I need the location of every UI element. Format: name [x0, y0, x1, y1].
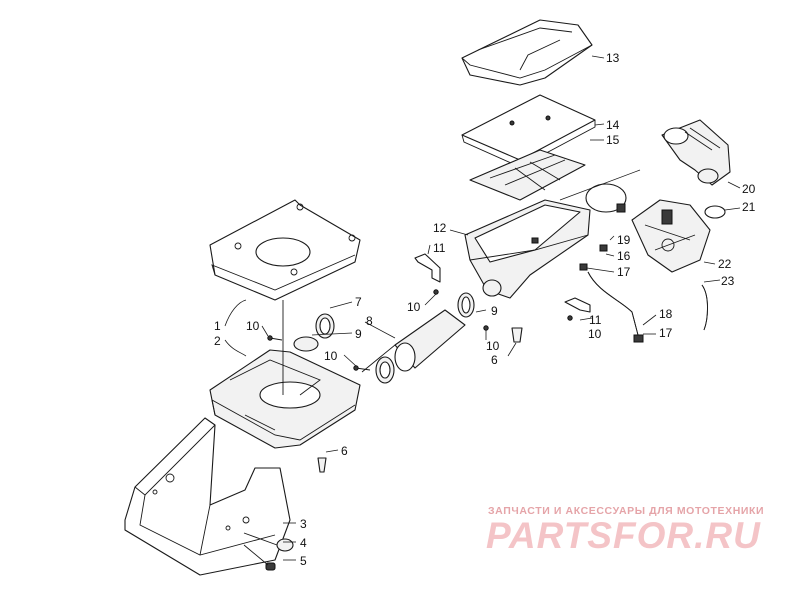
screw-10c — [433, 289, 439, 295]
callout-21: 21 — [742, 200, 756, 214]
part-carburetor — [631, 199, 711, 273]
callout-15: 15 — [606, 133, 620, 147]
callout-9b: 9 — [491, 304, 498, 318]
part-air-box-lid — [209, 199, 361, 301]
screw-10d — [483, 325, 489, 331]
screw-10a — [267, 335, 283, 341]
part-air-box-lower — [209, 300, 361, 449]
part-clamp-9c — [457, 292, 475, 318]
part-o-ring-19 — [585, 183, 627, 213]
callout-7: 7 — [355, 295, 362, 309]
part-clamp-7 — [315, 313, 335, 339]
callout-16: 16 — [617, 249, 631, 263]
callout-6a: 6 — [341, 444, 348, 458]
watermark-logo: PARTSFOR.RU — [486, 515, 761, 556]
part-nut-5 — [243, 544, 276, 571]
part-fitting-17b — [633, 334, 644, 343]
callout-11b: 11 — [589, 313, 602, 327]
callout-18: 18 — [659, 307, 673, 321]
callout-11a: 11 — [433, 241, 446, 255]
callout-9a: 9 — [355, 327, 362, 341]
part-intake-boot-20 — [661, 119, 731, 186]
callout-17b: 17 — [659, 326, 673, 340]
part-skid-plate — [124, 417, 291, 576]
callout-17a: 17 — [617, 265, 631, 279]
callout-2: 2 — [214, 334, 221, 348]
part-hose-23 — [701, 284, 708, 331]
part-clamp-9b-left — [375, 356, 395, 384]
callout-22: 22 — [718, 257, 732, 271]
part-bracket-11b — [564, 297, 591, 313]
callout-10d: 10 — [486, 339, 500, 353]
callout-1: 1 — [214, 319, 221, 333]
part-air-box-cover — [461, 19, 593, 86]
callout-14: 14 — [606, 118, 620, 132]
screw-10e — [567, 315, 573, 321]
callout-labels: 1 2 3 4 5 6 6 7 8 9 9 10 10 10 10 10 11 … — [214, 51, 756, 568]
part-hose-18 — [587, 271, 639, 336]
callout-20: 20 — [742, 182, 756, 196]
callout-8: 8 — [366, 314, 373, 328]
callout-12: 12 — [433, 221, 447, 235]
watermark-tagline: ЗАПЧАСТИ И АКСЕССУАРЫ ДЛЯ МОТОТЕХНИКИ — [488, 505, 765, 517]
callout-10c: 10 — [407, 300, 421, 314]
callout-19: 19 — [617, 233, 631, 247]
part-fitting-16 — [599, 244, 608, 252]
part-clamp-21 — [704, 205, 726, 219]
callout-5: 5 — [300, 554, 307, 568]
callout-10a: 10 — [246, 319, 260, 333]
part-clamp-9a — [293, 336, 319, 352]
callout-13: 13 — [606, 51, 620, 65]
callout-10e: 10 — [588, 327, 602, 341]
callout-3: 3 — [300, 517, 307, 531]
callout-10b: 10 — [324, 349, 338, 363]
part-bracket-11a — [414, 253, 441, 283]
callout-6b: 6 — [491, 353, 498, 367]
part-filter — [469, 149, 586, 201]
part-intake-tube — [361, 309, 466, 373]
part-air-box-upper — [464, 199, 591, 299]
callout-4: 4 — [300, 536, 307, 550]
part-grommet-6a — [317, 457, 327, 473]
part-grommet-6b — [511, 327, 523, 343]
callout-23: 23 — [721, 274, 735, 288]
leader-lines — [224, 55, 741, 561]
part-fitting-17a — [579, 263, 588, 271]
